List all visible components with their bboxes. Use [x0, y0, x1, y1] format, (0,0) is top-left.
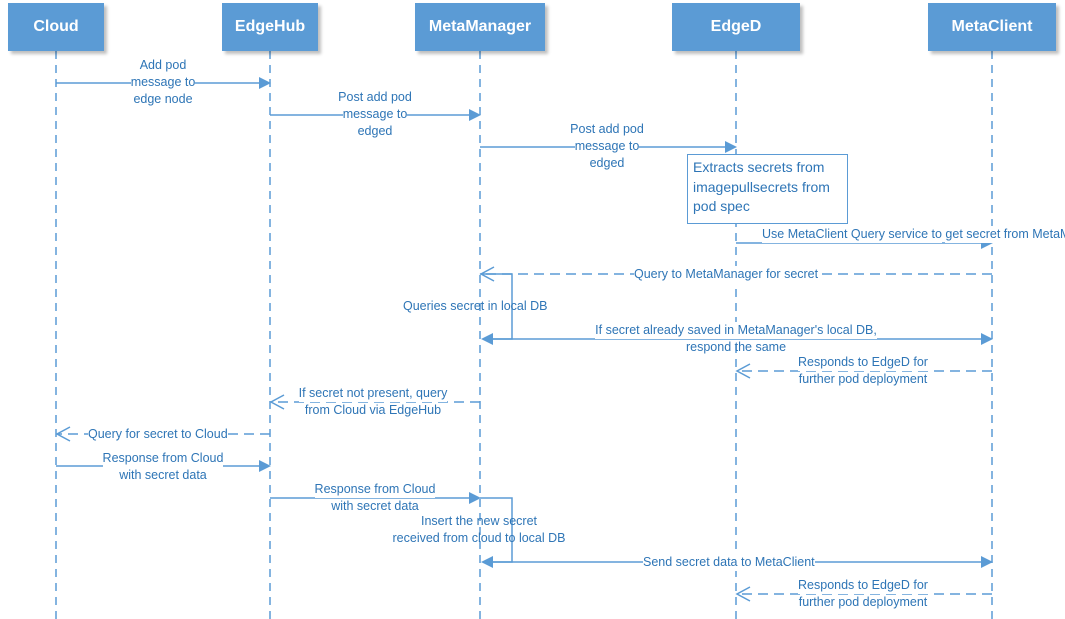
message-label-line: with secret data: [331, 499, 419, 513]
actor-metaclient: MetaClient: [928, 3, 1056, 51]
message-label-line: with secret data: [119, 468, 207, 482]
message-label-line: Post add pod: [570, 122, 644, 136]
message-label-line: received from cloud to local DB: [392, 531, 566, 545]
actor-edged: EdgeD: [672, 3, 800, 51]
note-line: Extracts secrets from: [693, 159, 825, 175]
message-label-line: Send secret data to MetaClient: [643, 555, 815, 569]
message-label-line: Responds to EdgeD for: [798, 577, 928, 594]
message-label-m13: Insert the new secret received from clou…: [381, 513, 577, 547]
actor-label-metamanager: MetaManager: [428, 18, 532, 35]
message-label-line: from Cloud via EdgeHub: [304, 403, 442, 417]
message-label-m2: Post add pod message to edged: [320, 89, 430, 140]
message-label-line: Response from Cloud: [102, 450, 224, 467]
message-label-line: message to: [130, 74, 196, 91]
actor-metamanager: MetaManager: [415, 3, 545, 51]
message-label-m15: Responds to EdgeD for further pod deploy…: [788, 577, 938, 611]
message-label-m1: Add pod message to edge node: [113, 57, 213, 108]
message-label-line: further pod deployment: [798, 595, 928, 609]
message-label-line: get secret from MetaManager: [945, 226, 1065, 243]
message-arrow-m9: [269, 394, 480, 410]
message-label-m5: Query to MetaManager for secret: [634, 266, 819, 283]
message-label-line: further pod deployment: [798, 372, 928, 386]
note-line: imagepullsecrets from: [693, 178, 830, 195]
message-label-line: message to: [342, 106, 408, 123]
message-label-line: If secret not present, query: [298, 385, 448, 402]
actor-label-cloud: Cloud: [33, 18, 79, 35]
message-label-line: Add pod: [139, 58, 187, 72]
message-label-line: Queries secret in local DB: [403, 299, 548, 313]
actor-label-edgehub: EdgeHub: [234, 18, 306, 35]
actor-label-edged: EdgeD: [710, 18, 762, 35]
message-label-line: edged: [589, 156, 625, 170]
message-label-line: message to: [574, 138, 640, 155]
actor-cloud: Cloud: [8, 3, 104, 51]
message-arrow-m15: [735, 586, 992, 602]
actor-label-metaclient: MetaClient: [951, 18, 1033, 35]
message-label-line: respond the same: [685, 340, 787, 354]
note-line: pod spec: [693, 198, 750, 214]
message-label-m3: Post add pod message to edged: [552, 121, 662, 172]
actor-edgehub: EdgeHub: [222, 3, 318, 51]
message-label-line: Query for secret to Cloud: [88, 427, 228, 441]
message-label-line: If secret already saved in MetaManager's…: [595, 322, 877, 339]
message-label-m6: Queries secret in local DB: [403, 298, 548, 315]
message-arrow-m12: [270, 492, 481, 504]
message-label-m8: Responds to EdgeD for further pod deploy…: [788, 354, 938, 388]
message-label-m10: Query for secret to Cloud: [88, 426, 228, 443]
message-label-line: Insert the new secret: [420, 514, 538, 528]
message-label-line: edged: [357, 124, 393, 138]
message-label-line: Post add pod: [338, 90, 412, 104]
message-label-m12: Response from Cloud with secret data: [307, 481, 443, 515]
message-label-m9: If secret not present, query from Cloud …: [289, 385, 457, 419]
message-label-line: edge node: [133, 92, 193, 106]
message-arrow-m8: [735, 363, 992, 379]
note-extract-secrets: Extracts secrets from imagepullsecrets f…: [687, 154, 848, 224]
message-label-m4: Use MetaClient Query service to get secr…: [762, 226, 1065, 243]
message-label-m7: If secret already saved in MetaManager's…: [586, 322, 886, 356]
message-label-line: Query to MetaManager for secret: [634, 267, 819, 281]
message-label-line: Use MetaClient Query service to: [762, 226, 942, 243]
message-label-line: Responds to EdgeD for: [798, 354, 928, 371]
message-label-m11: Response from Cloud with secret data: [95, 450, 231, 484]
message-label-m14: Send secret data to MetaClient: [643, 554, 815, 571]
message-label-line: Response from Cloud: [314, 481, 436, 498]
message-arrow-m7: [484, 333, 993, 345]
